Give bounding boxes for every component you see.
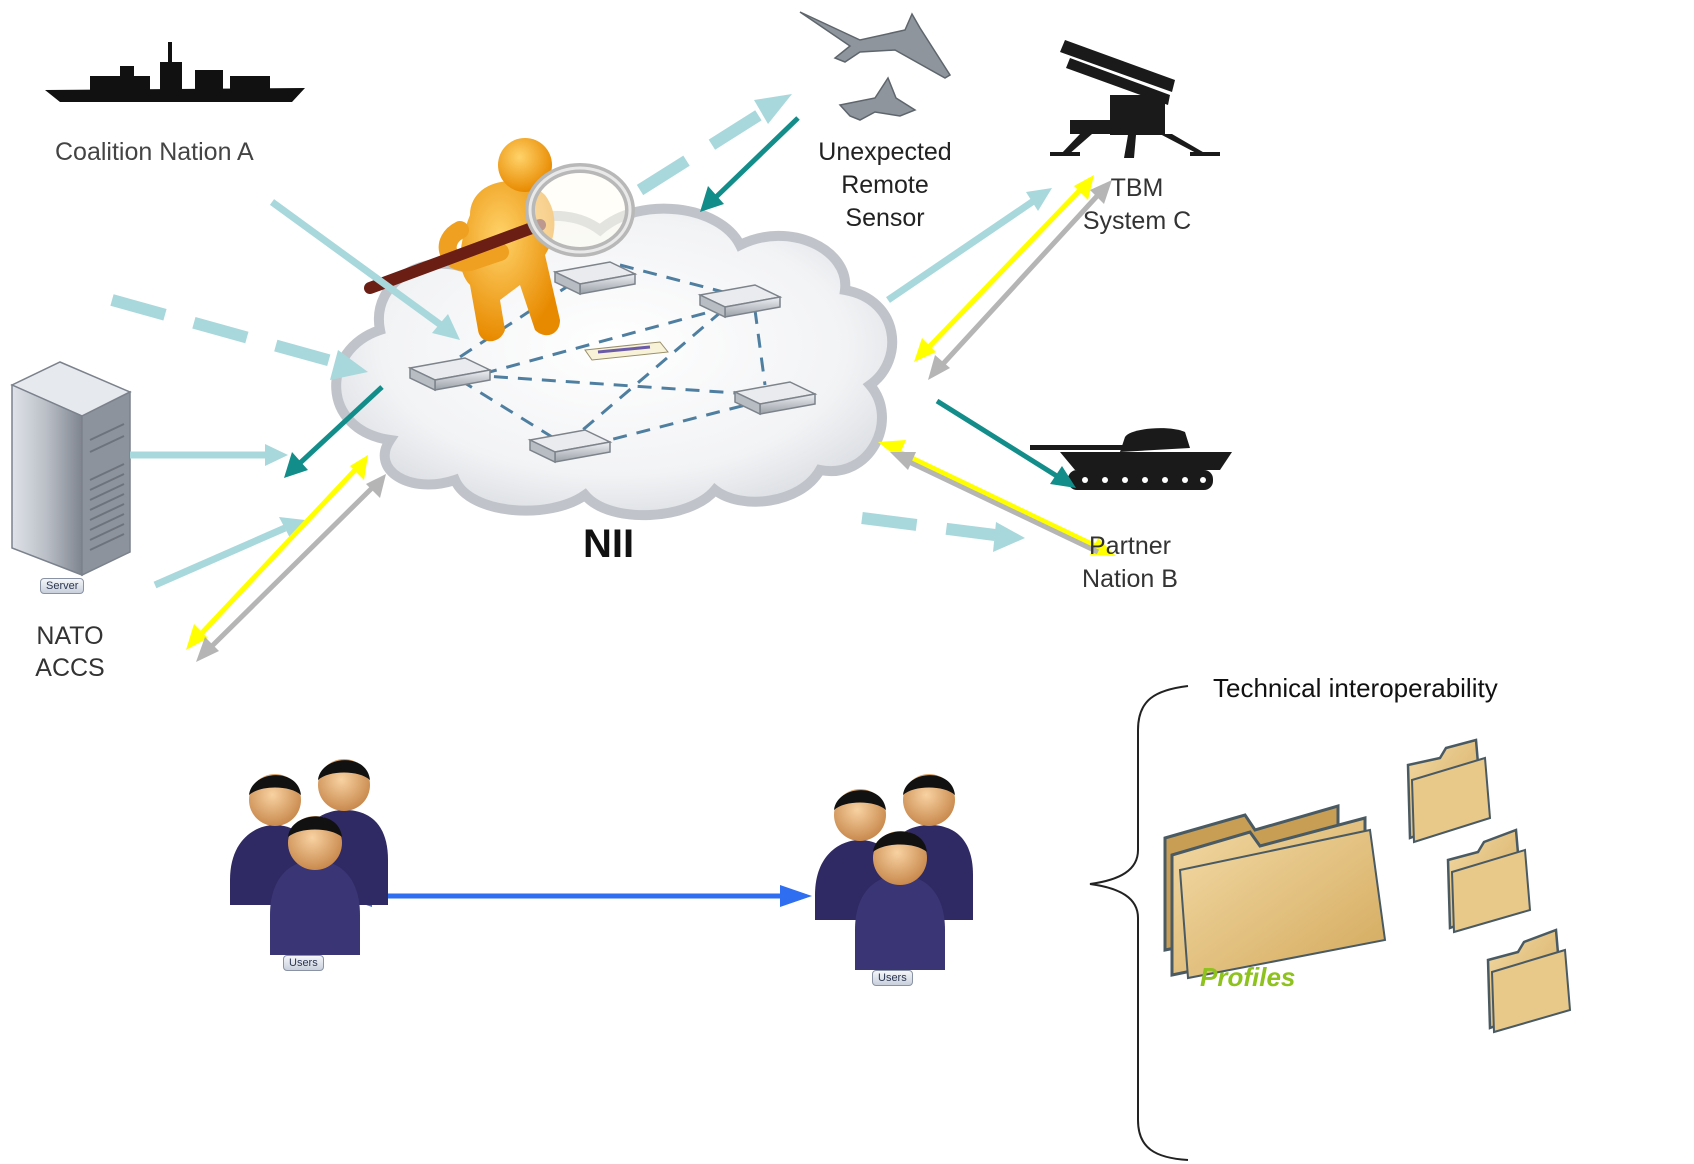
users-badge: Users xyxy=(872,970,913,986)
tank-icon xyxy=(1030,428,1232,490)
label-technical-interoperability: Technical interoperability xyxy=(1213,673,1498,703)
drone-icon xyxy=(799,11,952,121)
label-coalition-nation-a: Coalition Nation A xyxy=(55,138,254,166)
label-line: Remote xyxy=(841,171,929,199)
label-line: TBM xyxy=(1110,174,1164,202)
label-unexpected-remote-sensor: Unexpected Remote Sensor xyxy=(790,136,980,235)
users-badge: Users xyxy=(283,955,324,971)
label-profiles: Profiles xyxy=(1200,962,1296,992)
warship-icon xyxy=(45,42,305,102)
magnifier-figure-icon xyxy=(364,138,635,342)
users-group-icon xyxy=(815,774,973,970)
cloud-icon xyxy=(331,203,898,521)
label-nato-accs: NATO ACCS xyxy=(20,620,120,684)
network-switch-icon xyxy=(407,261,818,464)
users-group-icon xyxy=(230,759,388,955)
server-badge: Server xyxy=(40,578,85,594)
label-line: Nation B xyxy=(1082,565,1178,593)
flow-arrows xyxy=(110,94,1116,907)
label-line: Partner xyxy=(1089,532,1171,560)
folder-icon xyxy=(1163,738,1572,1034)
missile-launcher-icon xyxy=(1050,40,1220,158)
label-nii: NII xyxy=(583,522,635,566)
server-icon xyxy=(10,361,132,577)
brace xyxy=(1089,685,1189,1161)
label-line: NATO xyxy=(36,622,104,650)
label-line: System C xyxy=(1082,207,1192,235)
label-line: Unexpected xyxy=(818,138,952,166)
network-links xyxy=(439,263,767,447)
document-icon xyxy=(584,341,669,361)
label-line: ACCS xyxy=(35,654,105,682)
label-line: Sensor xyxy=(845,204,925,232)
label-partner-nation-b: Partner Nation B xyxy=(1060,530,1200,596)
label-tbm-system-c: TBM System C xyxy=(1062,172,1212,238)
